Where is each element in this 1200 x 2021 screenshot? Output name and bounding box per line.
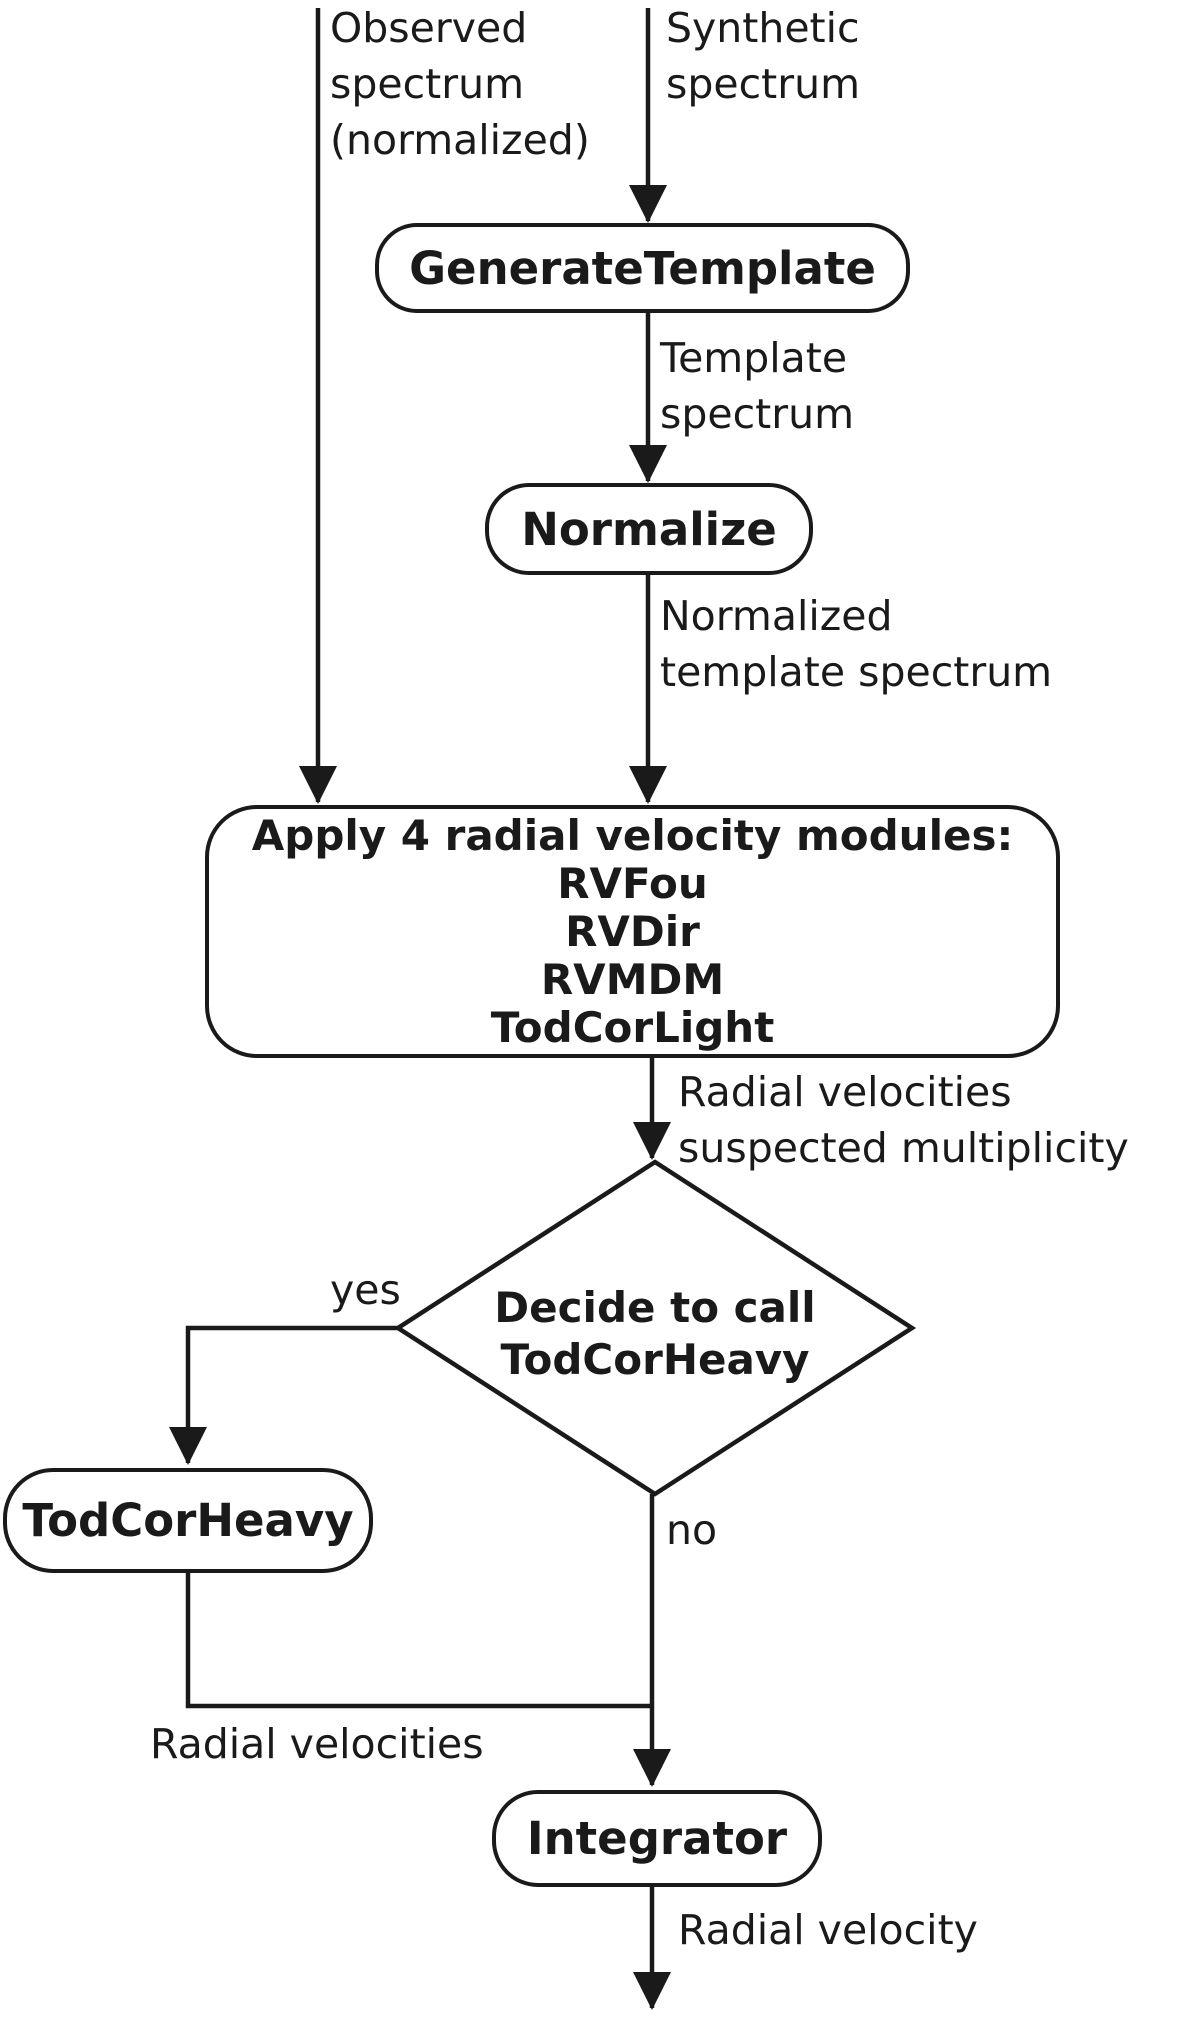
label-radial-velocities-suspected: Radial velocities suspected multiplicity [678, 1068, 1129, 1172]
edge-todcorheavy-return [185, 1573, 650, 1709]
label-synthetic-input: Synthetic spectrum [666, 4, 861, 108]
label-normalized-template-spectrum: Normalized template spectrum [660, 592, 1053, 696]
node-todcorheavy: TodCorHeavy [3, 1468, 373, 1573]
node-normalize: Normalize [485, 483, 813, 575]
node-generate-template: GenerateTemplate [375, 223, 910, 313]
decision-diamond [393, 1159, 917, 1497]
node-apply-modules: Apply 4 radial velocity modules: RVFou R… [205, 805, 1060, 1058]
label-yes: yes [330, 1266, 401, 1314]
label-observed-input: Observed spectrum (normalized) [330, 4, 590, 164]
label-radial-velocities: Radial velocities [150, 1720, 484, 1768]
edge-decision-yes-to-todcorheavy [169, 1325, 398, 1465]
label-no: no [666, 1506, 718, 1554]
label-radial-velocity: Radial velocity [678, 1906, 978, 1954]
decision-label: Decide to call TodCorHeavy [494, 1283, 816, 1384]
node-integrator: Integrator [492, 1790, 822, 1887]
label-template-spectrum: Template spectrum [660, 334, 855, 438]
